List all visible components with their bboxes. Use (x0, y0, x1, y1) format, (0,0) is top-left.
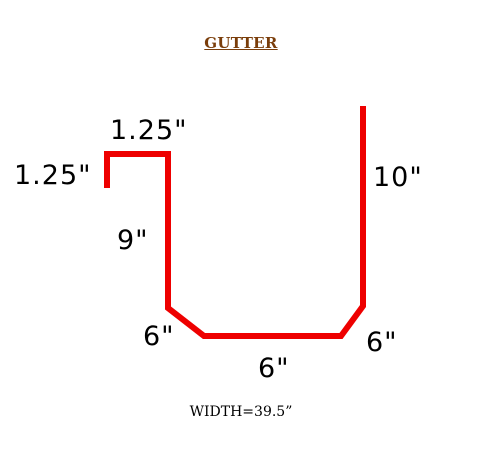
dimension-front-bevel: 6" (143, 321, 175, 352)
gutter-profile-line (104, 106, 366, 339)
diagram-title: GUTTER (204, 34, 278, 52)
dimension-top-flange: 1.25" (110, 115, 188, 146)
dimension-bottom: 6" (258, 353, 290, 384)
dimension-back-bevel: 6" (366, 327, 398, 358)
dimension-back-face: 10" (373, 162, 423, 193)
dimension-hem: 1.25" (14, 160, 92, 191)
dimension-front-face: 9" (117, 225, 149, 256)
total-width-label: WIDTH=39.5” (189, 404, 293, 420)
